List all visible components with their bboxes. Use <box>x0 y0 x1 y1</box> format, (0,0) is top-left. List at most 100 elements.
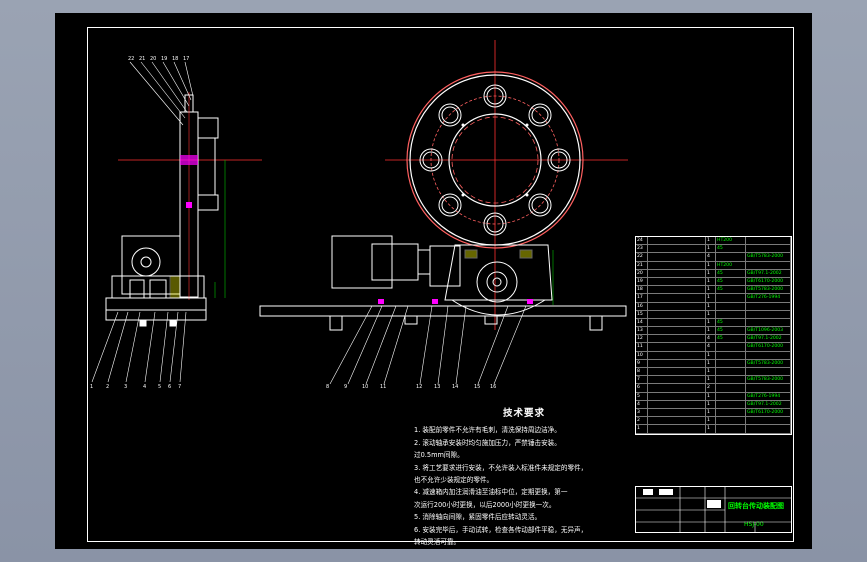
side-view-foundation <box>105 297 207 321</box>
bom-item-number: 9 <box>636 359 648 367</box>
bom-item-number: 14 <box>636 318 648 327</box>
bom-item-number: 23 <box>636 245 648 253</box>
bom-standard: GB/T97.1-2002 <box>746 335 791 343</box>
technical-requirement-line: 过0.5mm间隙。 <box>414 451 464 460</box>
bom-standard: GB/T6170-2000 <box>746 343 791 351</box>
bom-standard: GB/T6170-2000 <box>746 408 791 417</box>
bom-part-name <box>648 343 706 351</box>
bom-part-name <box>648 245 706 253</box>
bom-item-number: 4 <box>636 400 648 408</box>
bom-standard <box>746 384 791 392</box>
bom-item-number: 17 <box>636 294 648 302</box>
balloon-number: 13 <box>434 384 440 390</box>
bom-quantity: 1 <box>706 400 716 408</box>
bom-quantity: 4 <box>706 343 716 351</box>
reducer <box>429 245 461 287</box>
title-block: 回转台传动装配图 HSJ-00 <box>635 486 792 533</box>
bom-part-name <box>648 425 706 433</box>
balloon-number: 14 <box>452 384 458 390</box>
bom-quantity: 1 <box>706 359 716 367</box>
bom-part-name <box>648 277 706 286</box>
bom-part-name <box>648 318 706 327</box>
bom-material: 45 <box>716 269 746 277</box>
bom-material <box>716 253 746 261</box>
bom-item-number: 20 <box>636 269 648 277</box>
drawing-frame <box>87 27 794 542</box>
bom-part-name <box>648 237 706 245</box>
bom-item-number: 3 <box>636 408 648 417</box>
balloon-number: 9 <box>344 384 347 390</box>
bom-quantity: 1 <box>706 302 716 310</box>
bom-quantity: 1 <box>706 277 716 286</box>
bom-material <box>716 408 746 417</box>
bom-item-number: 16 <box>636 302 648 310</box>
bom-quantity: 2 <box>706 384 716 392</box>
bom-item-number: 18 <box>636 286 648 294</box>
bom-material <box>716 384 746 392</box>
bom-part-name <box>648 335 706 343</box>
technical-requirement-line: 1. 装配前零件不允许有毛刺，清洗保持周边洁净。 <box>414 426 561 435</box>
bom-standard: GB/T5783-2000 <box>746 376 791 384</box>
bom-part-name <box>648 310 706 318</box>
technical-requirements: 技术要求 1. 装配前零件不允许有毛刺，清洗保持周边洁净。 2. 滚动轴承安装时… <box>414 408 634 548</box>
bom-item-number: 24 <box>636 237 648 245</box>
bom-material <box>716 417 746 425</box>
technical-requirement-line: 也不允许少装规定的零件。 <box>414 476 494 485</box>
motor-housing <box>331 235 393 289</box>
bom-quantity: 1 <box>706 318 716 327</box>
bom-standard <box>746 310 791 318</box>
technical-requirement-line: 6. 安装完毕后，手动试转，检查各传动部件平稳，无异声， <box>414 525 588 534</box>
bom-quantity: 1 <box>706 425 716 433</box>
bom-item-number: 12 <box>636 335 648 343</box>
bom-material <box>716 302 746 310</box>
bom-item-number: 19 <box>636 277 648 286</box>
bom-material: HT200 <box>716 261 746 269</box>
bom-part-name <box>648 294 706 302</box>
bom-material: 45 <box>716 286 746 294</box>
bom-item-number: 22 <box>636 253 648 261</box>
balloon-number: 17 <box>183 56 189 62</box>
side-view-upper-bracket <box>197 117 219 139</box>
bom-standard <box>746 368 791 376</box>
bom-standard <box>746 417 791 425</box>
bom-material <box>716 310 746 318</box>
balloon-number: 7 <box>178 384 181 390</box>
balloon-number: 5 <box>158 384 161 390</box>
bom-part-name <box>648 351 706 359</box>
worm-wheel <box>476 261 518 303</box>
bom-item-number: 7 <box>636 376 648 384</box>
bolt-holes <box>419 84 571 236</box>
motor-body <box>371 243 419 281</box>
balloon-number: 1 <box>90 384 93 390</box>
bom-standard <box>746 245 791 253</box>
balloon-number: 8 <box>326 384 329 390</box>
gear-housing <box>444 244 553 301</box>
bom-part-name <box>648 400 706 408</box>
bom-item-number: 21 <box>636 261 648 269</box>
balloon-number: 22 <box>128 56 134 62</box>
bom-standard: GB/T6170-2000 <box>746 277 791 286</box>
side-view-lower-bracket <box>197 194 219 211</box>
bom-material <box>716 368 746 376</box>
bom-standard: GB/T5783-2000 <box>746 359 791 367</box>
side-view-bottom-leaders <box>91 311 187 383</box>
drawing-code: HSJ-00 <box>744 521 764 528</box>
bom-item-number: 6 <box>636 384 648 392</box>
bom-quantity: 4 <box>706 253 716 261</box>
bom-quantity: 1 <box>706 237 716 245</box>
title-block-grid <box>635 486 792 533</box>
